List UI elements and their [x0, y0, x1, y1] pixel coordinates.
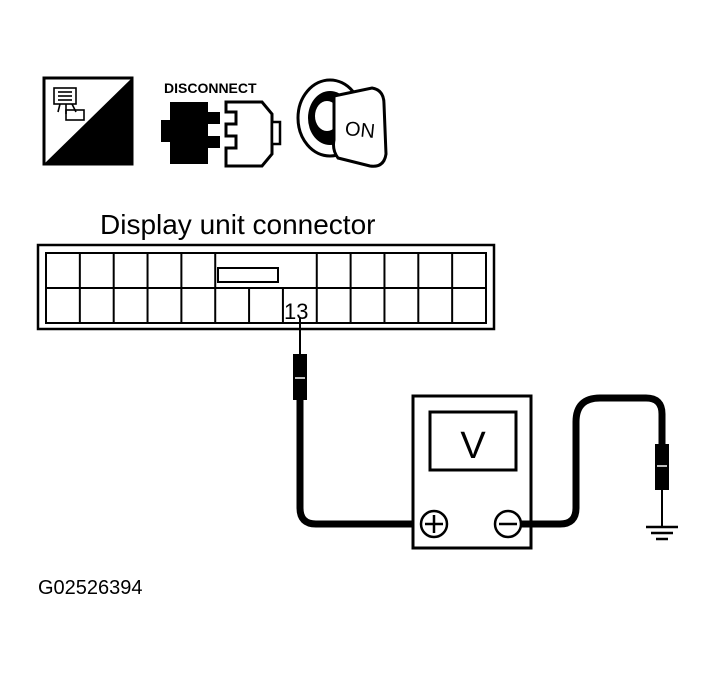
figure-id: G02526394 — [38, 577, 143, 599]
ignition-on-label: ON — [344, 118, 376, 143]
harness-side-label: H.S. — [88, 140, 127, 162]
terminal-13-label: 13 — [284, 299, 308, 324]
negative-probe — [655, 444, 669, 520]
display-unit-connector: 13 — [36, 243, 496, 331]
positive-terminal — [419, 509, 449, 539]
ground-icon — [646, 520, 678, 541]
connector-title: Display unit connector — [100, 209, 375, 240]
disconnect-label: DISCONNECT — [164, 80, 257, 96]
disconnect-connector-icon: DISCONNECT — [161, 80, 282, 168]
voltmeter: V — [411, 394, 533, 550]
connector-pin-grid — [46, 253, 486, 323]
positive-probe — [293, 318, 307, 400]
voltmeter-label: V — [460, 425, 486, 467]
positive-lead — [296, 400, 418, 528]
negative-terminal — [493, 509, 523, 539]
negative-lead — [521, 394, 666, 528]
ignition-key-icon: ON — [296, 78, 388, 168]
connector-latch — [217, 267, 279, 283]
harness-side-icon: H.S. — [42, 76, 134, 166]
voltmeter-display — [428, 410, 518, 472]
